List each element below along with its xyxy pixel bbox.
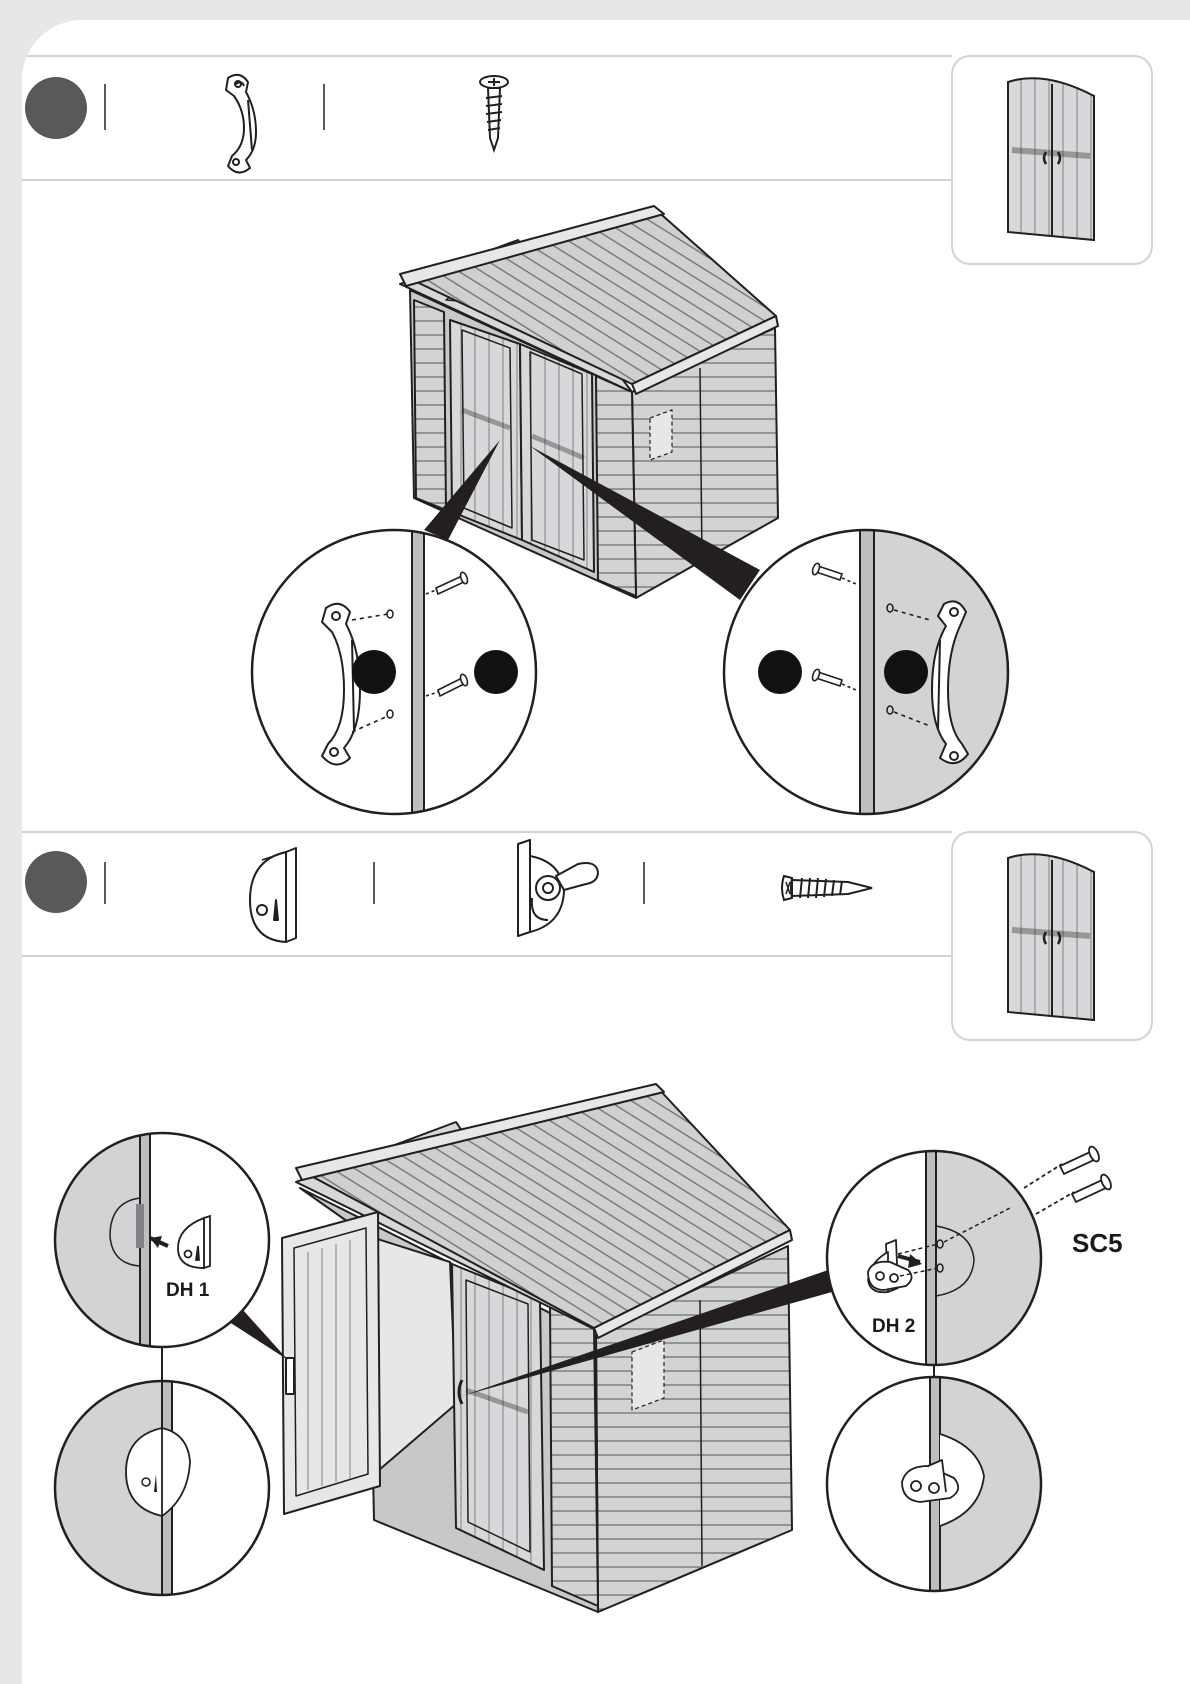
step-2-shed-illustration [220,1084,834,1612]
part-marker-dot [884,650,928,694]
detail-circle-handle-right [724,530,1014,814]
part-marker-dot [352,650,396,694]
detail-circle-dh2 [826,1150,1046,1370]
instruction-page: DH 1 DH 2 SC5 [22,20,1190,1684]
step-2-header [22,832,952,956]
label-dh2: DH 2 [872,1316,915,1338]
step-2-door-thumbnail [952,832,1152,1040]
latch-plate-icon [250,848,296,942]
detail-circle-handle-left [252,530,554,814]
sc5-screws [1024,1145,1113,1214]
instruction-illustration [22,20,1190,1684]
latch-hook-icon [518,840,598,936]
part-marker-dot [474,650,518,694]
step-1-header [22,56,952,180]
screw-icon [480,76,508,150]
label-sc5: SC5 [1072,1228,1123,1259]
door-handle-icon [226,75,256,173]
label-dh1: DH 1 [166,1280,209,1302]
detail-circle-dh2-installed [826,1376,1050,1596]
detail-circle-dh1-installed [50,1380,282,1600]
part-marker-dot [758,650,802,694]
step-1-door-thumbnail [952,56,1152,264]
step-2-badge [25,851,87,913]
step-1-shed-illustration [400,206,778,600]
self-drilling-screw-icon [782,876,872,900]
step-1-badge [25,77,87,139]
